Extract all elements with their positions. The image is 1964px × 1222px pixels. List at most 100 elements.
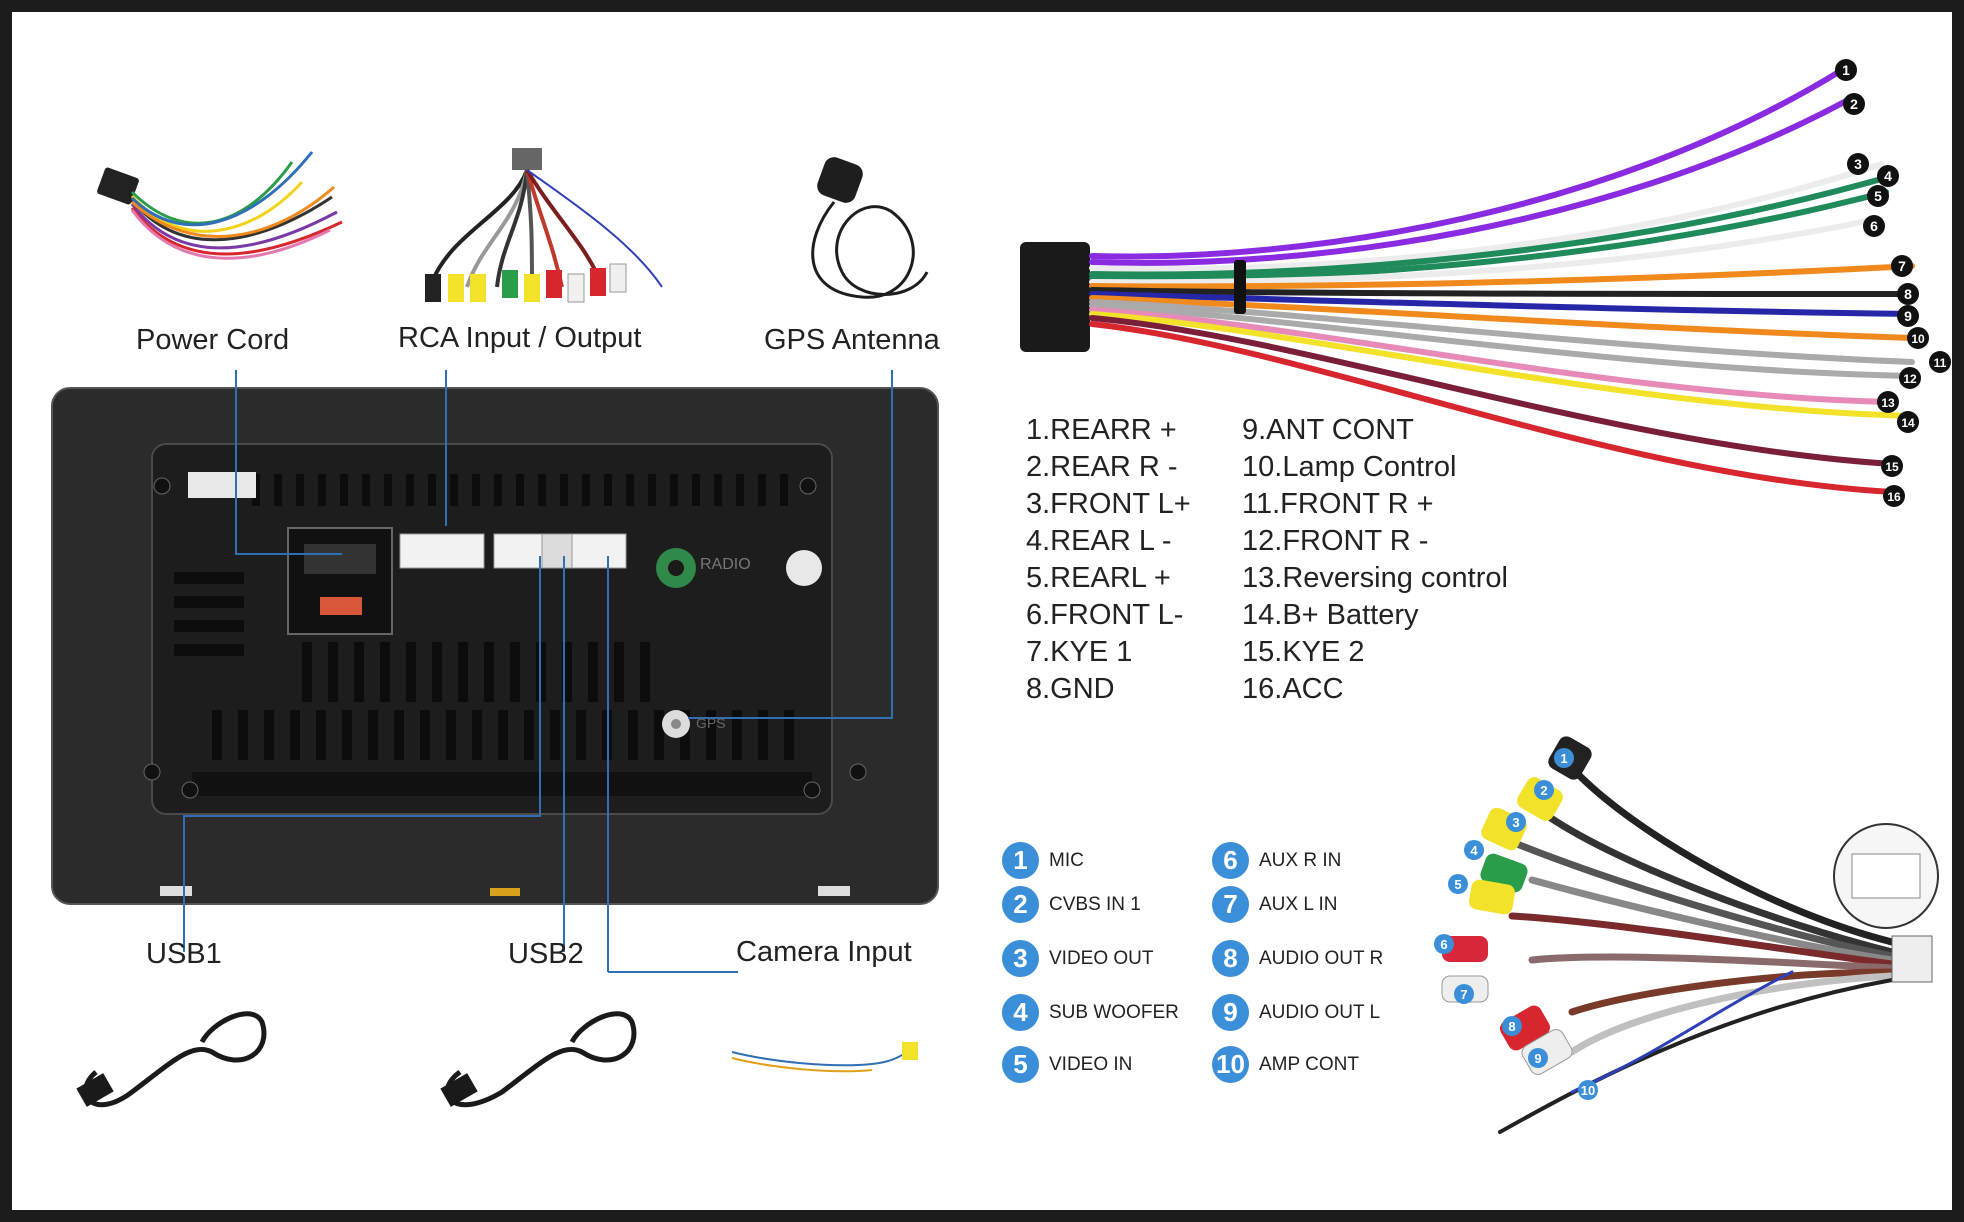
wire-number-tag: 16 <box>1883 485 1905 507</box>
usb2-cable-illustration <box>440 1011 637 1108</box>
svg-text:1: 1 <box>1560 751 1567 766</box>
rca-io-label: RCA Input / Output <box>398 322 642 354</box>
rca-wire-number-tag: 10 <box>1578 1080 1598 1100</box>
wire-number-tag: 4 <box>1877 165 1899 187</box>
rca-number-badge: 8 <box>1212 940 1249 977</box>
svg-text:12: 12 <box>1903 372 1917 386</box>
usb1-label: USB1 <box>146 938 222 970</box>
wire-number-tag: 15 <box>1881 455 1903 477</box>
svg-text:14: 14 <box>1901 416 1915 430</box>
power-pin-item: 11.FRONT R + <box>1242 488 1434 520</box>
camera-cable-illustration <box>731 1042 918 1073</box>
wire-number-tag: 14 <box>1897 411 1919 433</box>
rca-number-badge: 10 <box>1212 1046 1249 1083</box>
rca-wire-number-tag: 2 <box>1534 780 1554 800</box>
power-pin-item: 14.B+ Battery <box>1242 599 1419 631</box>
power-pin-item: 16.ACC <box>1242 673 1344 705</box>
svg-text:13: 13 <box>1881 396 1895 410</box>
rca-legend-label: AUX L IN <box>1259 893 1338 915</box>
wire-number-tag: 10 <box>1907 327 1929 349</box>
usb2-label: USB2 <box>508 938 584 970</box>
svg-text:16: 16 <box>1887 490 1901 504</box>
power-pin-item: 12.FRONT R - <box>1242 525 1429 557</box>
power-cord-illustration <box>97 151 343 260</box>
wire-number-tag: 5 <box>1867 185 1889 207</box>
svg-text:15: 15 <box>1885 460 1899 474</box>
rca-number-badge: 7 <box>1212 886 1249 923</box>
rca-wire-number-tag: 3 <box>1506 812 1526 832</box>
rca-legend-label: SUB WOOFER <box>1049 1001 1179 1023</box>
wire-number-tag: 8 <box>1897 283 1919 305</box>
rca-legend-label: AMP CONT <box>1259 1053 1359 1075</box>
rca-number-badge: 4 <box>1002 994 1039 1031</box>
power-pin-item: 7.KYE 1 <box>1026 636 1133 668</box>
power-pin-item: 1.REARR + <box>1026 414 1177 446</box>
usb1-cable-illustration <box>76 1011 267 1108</box>
rca-legend-label: MIC <box>1049 849 1084 871</box>
wire-number-tag: 9 <box>1897 305 1919 327</box>
rca-legend-label: AUX R IN <box>1259 849 1342 871</box>
rca-harness-illustration: 1 2 3 4 5 6 7 8 9 10 <box>1434 736 1939 1134</box>
svg-text:11: 11 <box>1934 356 1947 370</box>
svg-text:7: 7 <box>1460 987 1467 1002</box>
wire-number-tag: 3 <box>1847 153 1869 175</box>
svg-text:4: 4 <box>1470 843 1478 858</box>
rca-legend-label: AUDIO OUT L <box>1259 1001 1381 1023</box>
power-pin-item: 10.Lamp Control <box>1242 451 1457 483</box>
callout-lines <box>183 370 893 973</box>
head-unit-back <box>51 387 939 905</box>
svg-text:1: 1 <box>1842 62 1850 78</box>
rca-number-badge: 6 <box>1212 842 1249 879</box>
gps-port-label: GPS <box>696 715 726 731</box>
wire-number-tag: 2 <box>1843 93 1865 115</box>
rca-cable-illustration <box>425 148 663 303</box>
power-pin-item: 8.GND <box>1026 673 1115 705</box>
power-cord-label: Power Cord <box>136 324 290 356</box>
rca-wire-number-tag: 5 <box>1448 874 1468 894</box>
rca-number-tags: 1 2 3 4 5 6 7 8 9 10 <box>1434 748 1598 1100</box>
camera-input-label: Camera Input <box>736 936 912 968</box>
power-pin-item: 6.FRONT L- <box>1026 599 1184 631</box>
rca-number-badge: 3 <box>1002 940 1039 977</box>
rca-legend-item: 10 AMP CONT <box>1212 1046 1359 1083</box>
svg-text:3: 3 <box>1512 815 1519 830</box>
wire-number-tag: 13 <box>1877 391 1899 413</box>
svg-text:8: 8 <box>1508 1019 1515 1034</box>
wire-number-tag: 6 <box>1863 215 1885 237</box>
svg-text:6: 6 <box>1870 218 1878 234</box>
power-pin-item: 4.REAR L - <box>1026 525 1172 557</box>
svg-text:9: 9 <box>1904 308 1912 324</box>
rca-wire-number-tag: 6 <box>1434 934 1454 954</box>
svg-text:3: 3 <box>1854 156 1862 172</box>
wire-number-tag: 12 <box>1899 367 1921 389</box>
rca-wire-number-tag: 9 <box>1528 1048 1548 1068</box>
rca-wire-number-tag: 7 <box>1454 984 1474 1004</box>
power-pin-item: 3.FRONT L+ <box>1026 488 1191 520</box>
svg-text:7: 7 <box>1898 258 1906 274</box>
svg-text:6: 6 <box>1440 937 1447 952</box>
svg-text:10: 10 <box>1911 332 1925 346</box>
rca-legend-item: 4 SUB WOOFER <box>1002 994 1179 1031</box>
rca-wire-number-tag: 8 <box>1502 1016 1522 1036</box>
radio-port-label: RADIO <box>700 556 751 573</box>
rca-wire-number-tag: 4 <box>1464 840 1484 860</box>
svg-text:2: 2 <box>1540 783 1547 798</box>
svg-text:9: 9 <box>1534 1051 1541 1066</box>
rca-number-badge: 1 <box>1002 842 1039 879</box>
rca-number-badge: 2 <box>1002 886 1039 923</box>
power-pin-item: 9.ANT CONT <box>1242 414 1414 446</box>
wire-number-tag: 1 <box>1835 59 1857 81</box>
gps-antenna-illustration <box>811 157 929 299</box>
rca-legend-label: VIDEO IN <box>1049 1053 1133 1075</box>
svg-text:2: 2 <box>1850 96 1858 112</box>
rca-legend-item: 6 AUX R IN <box>1212 842 1341 879</box>
rca-legend-label: CVBS IN 1 <box>1049 893 1141 915</box>
svg-text:8: 8 <box>1904 286 1912 302</box>
wire-number-tag: 7 <box>1891 255 1913 277</box>
